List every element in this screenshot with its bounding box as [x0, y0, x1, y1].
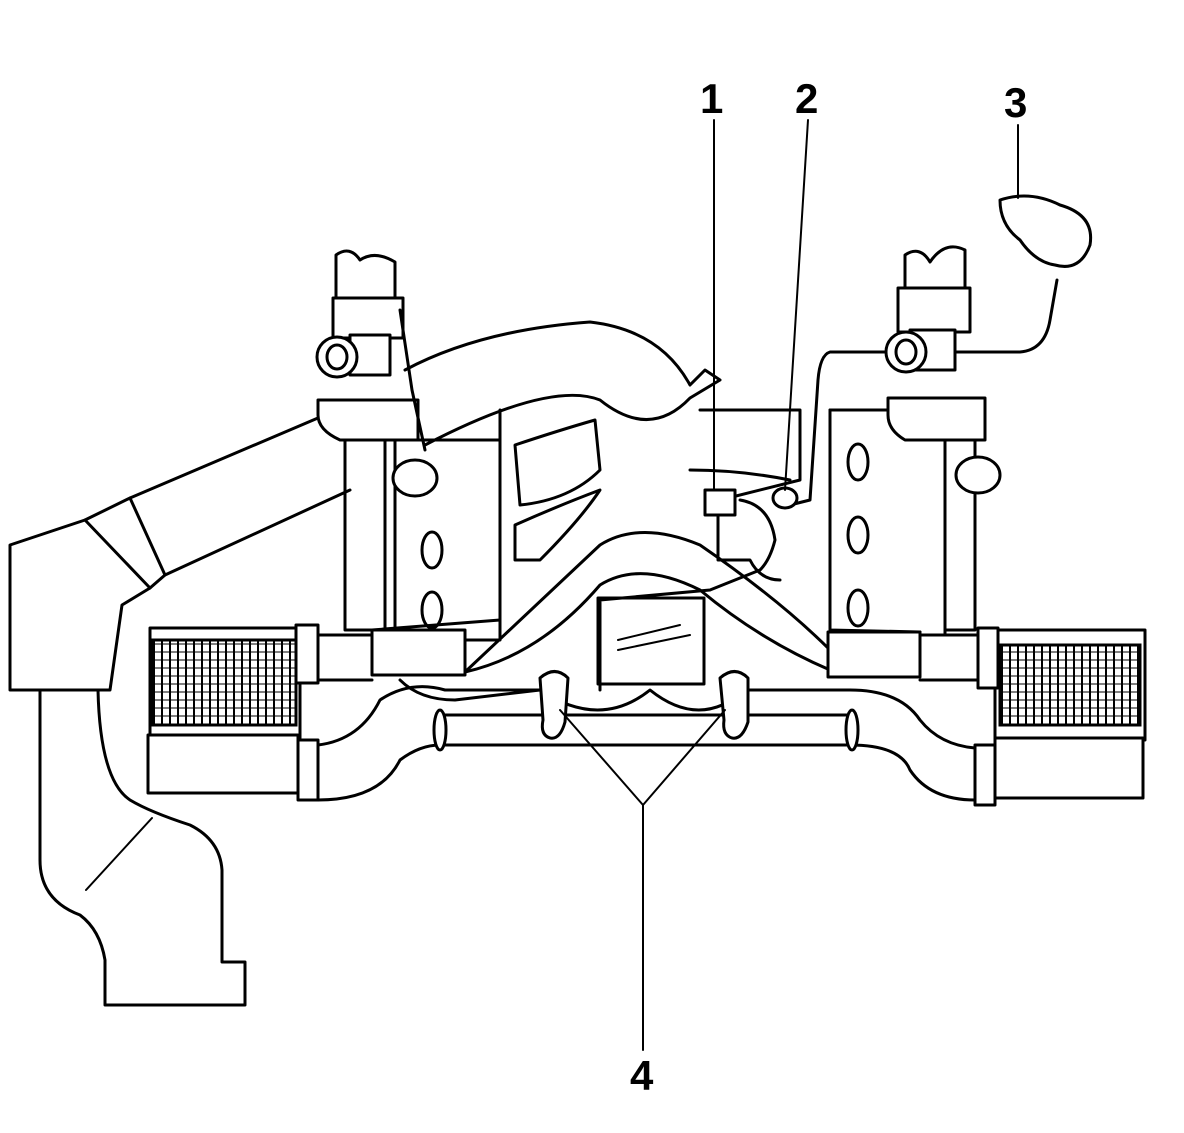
leader-line-4-branches: [559, 709, 726, 806]
callout-label-1: 1: [700, 75, 724, 122]
left-cylinder-block: [343, 438, 502, 677]
right-cylinder-block: [826, 408, 977, 679]
left-air-filter: [146, 623, 320, 802]
vacuum-lines: [598, 194, 1093, 692]
right-injector-assembly: [884, 245, 1002, 495]
callout-label-3: 3: [1004, 79, 1028, 126]
callout-label-4: 4: [630, 1052, 654, 1099]
right-air-filter: [973, 626, 1147, 807]
fuel-injectors: [538, 670, 750, 740]
callout-label-2: 2: [795, 75, 819, 122]
leader-lines: [559, 119, 1019, 1051]
intake-manifold: [370, 408, 922, 686]
upper-crossover-pipe: [403, 320, 722, 447]
left-injector-assembly: [315, 249, 439, 498]
lower-runners: [316, 633, 980, 802]
left-air-duct: [8, 413, 352, 1007]
leader-line-2: [784, 119, 809, 491]
